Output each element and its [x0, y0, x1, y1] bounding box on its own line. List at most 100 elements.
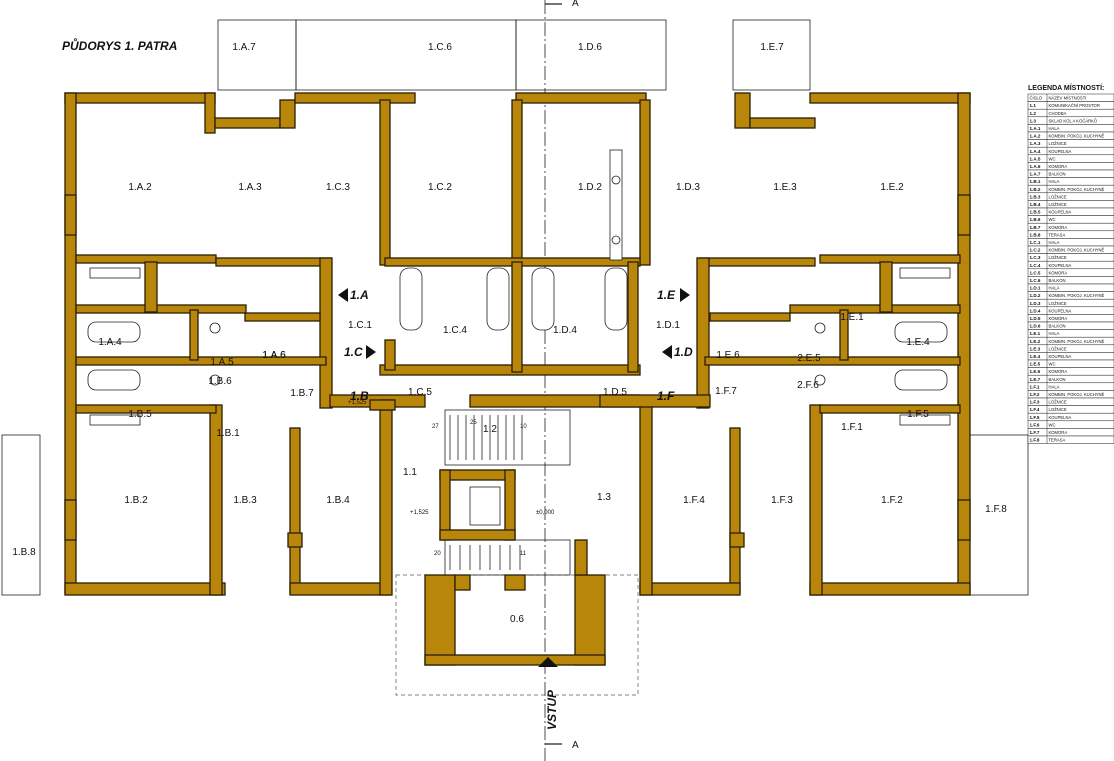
- legend-cell: KOUPELNA: [1049, 308, 1072, 313]
- room-label: 1.A.3: [238, 182, 262, 193]
- room-label: 1.A.7: [232, 42, 256, 53]
- section-mark-bottom: A: [572, 740, 579, 751]
- legend-row: [1027, 192, 1114, 201]
- legend-cell: BALKON: [1049, 172, 1066, 177]
- legend-cell: 1.E.7: [1030, 377, 1041, 382]
- legend-row: [1027, 314, 1114, 323]
- legend-cell: 1.A.7: [1030, 172, 1041, 177]
- legend-cell: BALKON: [1049, 377, 1066, 382]
- room-label: 1.E.4: [906, 337, 930, 348]
- legend-row: [1027, 283, 1114, 292]
- legend-cell: HALA: [1049, 240, 1060, 245]
- legend-cell: KOMBIN. POKOJ, KUCHYNĚ: [1049, 339, 1105, 344]
- legend-cell: KOUPELNA: [1049, 210, 1072, 215]
- legend-row: [1027, 177, 1114, 186]
- legend-cell: LOŽNICE: [1049, 141, 1067, 146]
- legend-cell: LOŽNICE: [1049, 194, 1067, 199]
- legend-cell: TERASA: [1049, 438, 1066, 443]
- room-label: 1.F.3: [771, 495, 793, 506]
- legend-row: [1027, 321, 1114, 330]
- legend-cell: 1.F.2: [1030, 392, 1040, 397]
- legend-cell: 1.F.5: [1030, 415, 1040, 420]
- stair-number-25: 25: [470, 420, 477, 426]
- legend-cell: 1.F.8: [1030, 438, 1040, 443]
- room-label: 1.D.1: [656, 320, 680, 331]
- legend-row: [1027, 298, 1114, 308]
- legend-cell: NÁZEV MÍSTNOSTI: [1049, 96, 1087, 101]
- room-label: 1.A.6: [262, 350, 286, 361]
- wing-label-1F: 1.F: [657, 389, 675, 403]
- room-label: 1.B.4: [326, 495, 350, 506]
- room-label: 1.B.7: [290, 388, 314, 399]
- room-label: 1.D.2: [578, 182, 602, 193]
- room-label: 0.6: [510, 614, 524, 625]
- legend-cell: HALA: [1049, 126, 1060, 131]
- wing-label-1D: 1.D: [674, 345, 693, 359]
- room-label: 1.C.2: [428, 182, 452, 193]
- room-label: 1.F.2: [881, 495, 903, 506]
- legend-cell: KOMBIN. POKOJ, KUCHYNĚ: [1049, 392, 1105, 397]
- stair-number-20: 20: [434, 551, 441, 557]
- legend-row: [1027, 139, 1114, 148]
- legend-row: [1027, 200, 1114, 209]
- room-label: 1.D.6: [578, 42, 602, 53]
- wing-label-1B: 1.B: [350, 389, 369, 403]
- legend-cell: 1.E.5: [1030, 362, 1041, 367]
- legend-cell: WC: [1049, 422, 1056, 427]
- legend-cell: LOŽNICE: [1049, 400, 1067, 405]
- legend-cell: KOMORA: [1049, 270, 1068, 275]
- legend-cell: 1.B.8: [1030, 232, 1041, 237]
- legend-cell: KOUPELNA: [1049, 354, 1072, 359]
- room-label: 1.B.5: [128, 409, 152, 420]
- legend-cell: 1.D.2: [1030, 293, 1041, 298]
- room-label: 1.D.4: [553, 325, 577, 336]
- legend-row: [1027, 397, 1114, 406]
- room-label: 1.E.1: [840, 312, 864, 323]
- legend-row: [1027, 108, 1114, 118]
- legend-cell: 1.1: [1030, 103, 1037, 108]
- legend-cell: 1.C.3: [1030, 255, 1041, 260]
- legend-cell: 1.D.1: [1030, 286, 1041, 291]
- legend-cell: 1.F.3: [1030, 400, 1040, 405]
- legend-cell: ČÍSLO: [1030, 96, 1043, 101]
- legend-cell: KOMUNIKAČNÍ PROSTOR: [1049, 103, 1100, 108]
- stair-number-10: 10: [520, 424, 527, 430]
- legend-cell: 1.A.6: [1030, 164, 1041, 169]
- legend-row: [1027, 215, 1114, 224]
- room-label: 1.1: [403, 467, 417, 478]
- room-label: 1.E.6: [716, 350, 740, 361]
- room-label: 1.D.5: [603, 387, 627, 398]
- legend-cell: 1.A.5: [1030, 156, 1041, 161]
- legend-cell: 1.C.5: [1030, 270, 1041, 275]
- legend-cell: LOŽNICE: [1049, 301, 1067, 306]
- room-label: 1.E.3: [773, 182, 797, 193]
- legend-cell: 1.E.3: [1030, 346, 1041, 351]
- level-mark-stairs: +1,525: [410, 510, 429, 516]
- legend-cell: WC: [1049, 362, 1056, 367]
- legend-cell: 1.E.2: [1030, 339, 1041, 344]
- legend-cell: BALKON: [1049, 324, 1066, 329]
- room-label: 1.E.2: [880, 182, 904, 193]
- legend-row: [1027, 374, 1114, 384]
- legend-cell: 1.3: [1030, 118, 1037, 123]
- legend-cell: 1.F.7: [1030, 430, 1040, 435]
- legend-row: [1027, 268, 1114, 277]
- legend-row: [1027, 344, 1114, 353]
- legend-cell: KOUPELNA: [1049, 149, 1072, 154]
- legend-cell: KOMBIN. POKOJ, KUCHYNĚ: [1049, 187, 1105, 192]
- legend-cell: KOUPELNA: [1049, 415, 1072, 420]
- legend-cell: CHODBA: [1049, 111, 1067, 116]
- legend-cell: KOMORA: [1049, 164, 1068, 169]
- legend-cell: 1.C.2: [1030, 248, 1041, 253]
- legend-cell: 1.B.2: [1030, 187, 1041, 192]
- legend-cell: LOŽNICE: [1049, 346, 1067, 351]
- legend-row: [1027, 124, 1114, 133]
- room-label: 1.B.6: [208, 376, 232, 387]
- room-label: 1.F.8: [985, 504, 1007, 515]
- legend-row: [1027, 154, 1114, 163]
- legend-cell: TERASA: [1049, 232, 1066, 237]
- room-label: 1.A.6: [262, 350, 286, 361]
- legend-cell: KOMORA: [1049, 369, 1068, 374]
